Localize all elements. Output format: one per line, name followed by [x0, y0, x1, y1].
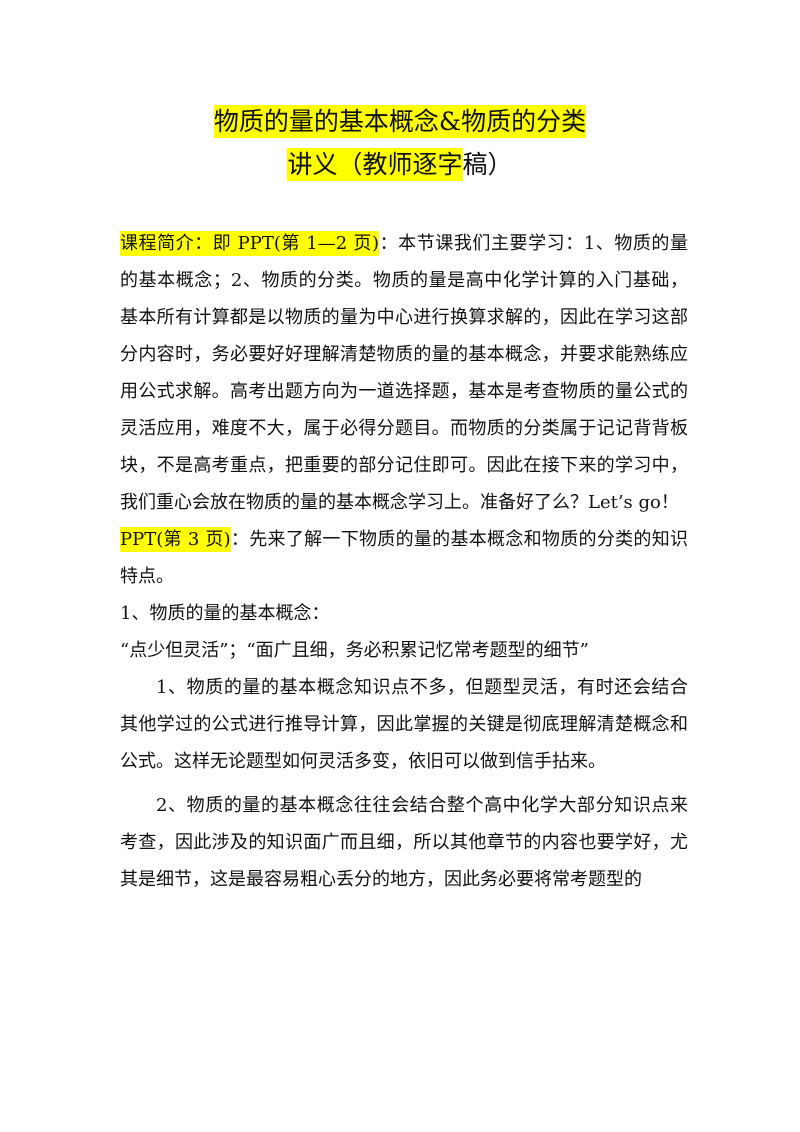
title-line-1: 物质的量的基本概念&物质的分类 [213, 105, 587, 138]
intro-label: 课程简介：即 PPT(第 1—2 页) [120, 231, 380, 256]
point-2-paragraph: 2、物质的量的基本概念往往会结合整个高中化学大部分知识点来考查，因此涉及的知识面… [120, 795, 688, 890]
quote-line: “点少但灵活”；“面广且细，务必积累记忆常考题型的细节” [120, 640, 589, 661]
section-heading: 1、物质的量的基本概念： [120, 603, 330, 624]
document-title: 物质的量的基本概念&物质的分类 [0, 102, 800, 142]
intro-paragraph: 课程简介：即 PPT(第 1—2 页)：本节课我们主要学习：1、物质的量的基本概… [120, 225, 688, 521]
subtitle-rest: 稿） [462, 150, 513, 179]
document-subtitle: 讲义（教师逐字稿） [0, 145, 800, 185]
point-1-paragraph: 1、物质的量的基本概念知识点不多，但题型灵活，有时还会结合其他学过的公式进行推导… [120, 677, 688, 772]
subtitle-highlighted: 讲义（教师逐字 [287, 148, 463, 181]
document-body: 课程简介：即 PPT(第 1—2 页)：本节课我们主要学习：1、物质的量的基本概… [120, 225, 688, 898]
ppt3-paragraph: PPT(第 3 页)：先来了解一下物质的量的基本概念和物质的分类的知识特点。 [120, 521, 688, 595]
ppt3-label: PPT(第 3 页) [120, 527, 231, 552]
ppt3-text: ：先来了解一下物质的量的基本概念和物质的分类的知识特点。 [120, 529, 688, 587]
intro-text: ：本节课我们主要学习：1、物质的量的基本概念；2、物质的分类。物质的量是高中化学… [120, 233, 688, 513]
